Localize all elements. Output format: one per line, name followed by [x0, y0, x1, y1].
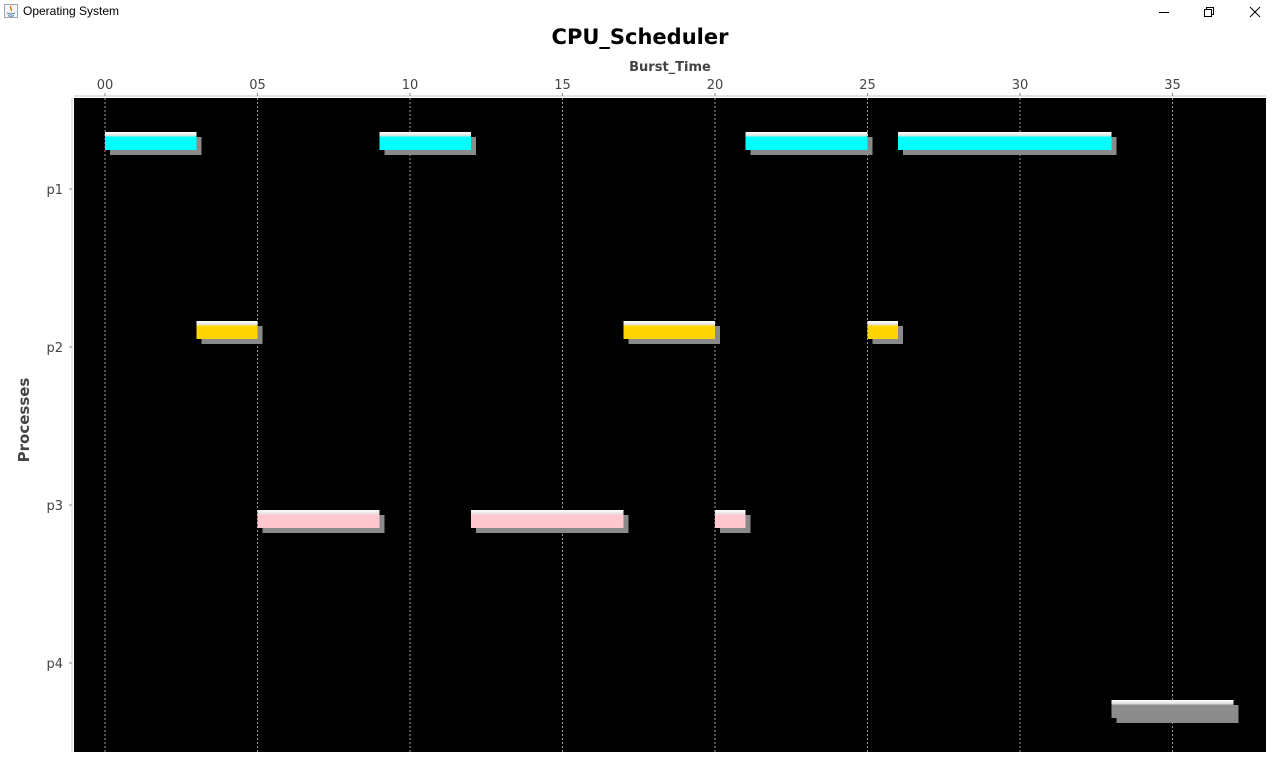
bar-p1-2 [745, 132, 868, 150]
bar-p1-3 [898, 132, 1112, 150]
restore-button[interactable] [1186, 0, 1232, 24]
x-tick-label: 25 [859, 78, 876, 93]
bar-p1-1 [379, 132, 471, 150]
grid-lines [104, 98, 1173, 752]
y-tick-label: p4 [46, 657, 63, 672]
java-app-icon [4, 4, 18, 18]
y-tick-label: p3 [46, 499, 63, 514]
y-tick-label: p1 [46, 183, 63, 198]
restore-icon [1204, 7, 1214, 17]
bars [105, 132, 1239, 723]
gantt-chart: CPU_Scheduler Burst_Time Processes 00 05 1… [15, 25, 1266, 752]
x-tick-label: 10 [402, 78, 419, 93]
bar-p3-2 [715, 510, 746, 528]
bar-p2-2 [867, 321, 898, 339]
y-axis: p1 p2 p3 p4 [46, 98, 73, 752]
x-tick-label: 30 [1012, 78, 1029, 93]
bar-p3-0 [257, 510, 380, 528]
minimize-icon [1159, 12, 1169, 13]
x-tick-label: 00 [97, 78, 114, 93]
chart-title: CPU_Scheduler [552, 25, 730, 49]
window-titlebar: Operating System [0, 0, 1280, 24]
bar-p3-1 [471, 510, 624, 528]
close-icon [1249, 6, 1261, 18]
window-title: Operating System [23, 4, 120, 18]
x-axis-label: Burst_Time [629, 60, 711, 75]
plot-area [74, 98, 1266, 752]
bar-p1-0 [105, 132, 197, 150]
minimize-button[interactable] [1141, 0, 1187, 24]
bar-p4-0 [1111, 700, 1234, 718]
x-axis: 00 05 10 15 20 25 30 35 [74, 78, 1266, 97]
bar-p2-0 [196, 321, 258, 339]
x-tick-label: 20 [707, 78, 724, 93]
y-axis-label: Processes [15, 378, 33, 463]
x-tick-label: 15 [554, 78, 571, 93]
x-tick-label: 35 [1164, 78, 1181, 93]
y-tick-label: p2 [46, 341, 63, 356]
bar-p2-1 [623, 321, 715, 339]
x-tick-label: 05 [249, 78, 266, 93]
close-button[interactable] [1232, 0, 1278, 24]
